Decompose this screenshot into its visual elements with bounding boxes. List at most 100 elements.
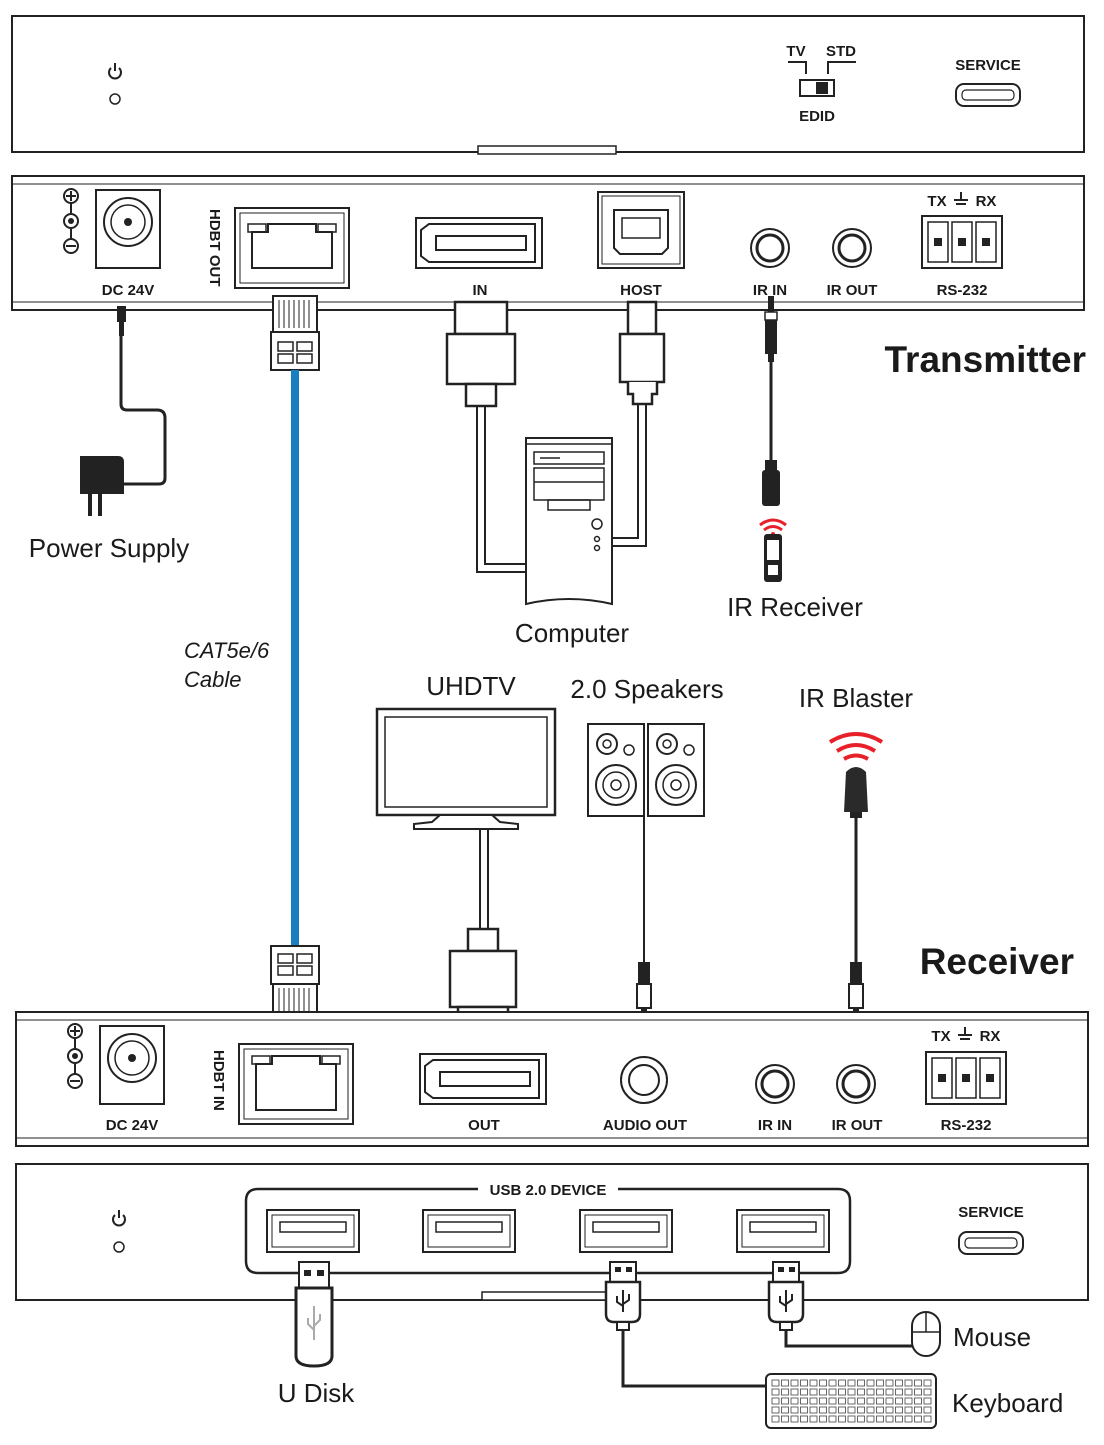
keyboard-key xyxy=(838,1379,846,1387)
keyboard-key xyxy=(809,1415,818,1423)
cable-label-line2: Cable xyxy=(184,667,241,692)
keyboard-key xyxy=(876,1406,884,1414)
keyboard-key xyxy=(904,1415,913,1423)
keyboard-label: Keyboard xyxy=(952,1388,1063,1418)
computer-tower xyxy=(525,437,613,606)
keyboard-key xyxy=(876,1388,884,1396)
cable-label-line1: CAT5e/6 xyxy=(184,638,270,663)
rx-ir-out-jack[interactable] xyxy=(836,1064,876,1104)
keyboard-key xyxy=(847,1415,856,1423)
keyboard-key xyxy=(923,1415,932,1423)
tx-usb-host-port[interactable] xyxy=(597,191,685,269)
keyboard-key xyxy=(866,1379,875,1387)
keyboard-key xyxy=(857,1379,865,1387)
mouse-label: Mouse xyxy=(953,1322,1031,1352)
tx-in-label: IN xyxy=(473,282,488,299)
tx-service-label: SERVICE xyxy=(955,57,1021,74)
speakers-icon xyxy=(587,723,705,817)
tx-ir-out-label: IR OUT xyxy=(827,282,878,299)
keyboard-key xyxy=(771,1388,780,1396)
tx-host-label: HOST xyxy=(620,282,662,299)
rx-service-label: SERVICE xyxy=(958,1204,1024,1221)
tx-ir-out-jack[interactable] xyxy=(832,228,872,268)
keyboard-key xyxy=(904,1406,913,1414)
ir-receiver-label: IR Receiver xyxy=(727,592,863,622)
tx-hdbt-port[interactable] xyxy=(234,207,350,289)
edid-switch[interactable] xyxy=(788,61,856,97)
keyboard-key xyxy=(781,1388,789,1396)
keyboard-key xyxy=(809,1379,818,1387)
rx-hdmi-out-port[interactable] xyxy=(419,1053,547,1105)
keyboard-key xyxy=(914,1379,922,1387)
usb-port-4[interactable] xyxy=(736,1209,830,1253)
tx-hdbt-label: HDBT OUT xyxy=(206,209,223,287)
keyboard-key xyxy=(809,1388,818,1396)
speakers-label: 2.0 Speakers xyxy=(570,674,723,704)
tx-rs232-label: RS-232 xyxy=(937,282,988,299)
keyboard-key xyxy=(895,1388,903,1396)
tx-ir-in-jack[interactable] xyxy=(750,228,790,268)
mouse-usb-plug xyxy=(767,1261,912,1348)
rx-hdmi-cable xyxy=(448,829,518,1037)
rx-ir-in-jack[interactable] xyxy=(755,1064,795,1104)
keyboard-key xyxy=(876,1415,884,1423)
uhdtv-icon xyxy=(375,707,557,830)
keyboard-key xyxy=(895,1415,903,1423)
tx-hdmi-in-port[interactable] xyxy=(415,217,543,269)
rx-ir-in-label: IR IN xyxy=(758,1117,792,1134)
rx-out-label: OUT xyxy=(468,1117,500,1134)
keyboard-key xyxy=(838,1388,846,1396)
keyboard-key xyxy=(914,1388,922,1396)
rx-audio-out-jack[interactable] xyxy=(620,1056,668,1104)
keyboard-key xyxy=(828,1415,837,1423)
tx-rs232-tx-label: TX xyxy=(927,193,946,210)
keyboard-key xyxy=(819,1406,827,1414)
edid-std-label: STD xyxy=(826,43,856,60)
keyboard-usb-plug xyxy=(604,1261,766,1388)
keyboard-key xyxy=(809,1406,818,1414)
tx-dc-jack[interactable] xyxy=(95,189,161,269)
keyboard-key xyxy=(885,1397,894,1405)
keyboard-key xyxy=(895,1379,903,1387)
edid-tv-label: TV xyxy=(786,43,805,60)
usb-device-label: USB 2.0 DEVICE xyxy=(490,1182,607,1199)
keyboard-key xyxy=(847,1406,856,1414)
cat-cable xyxy=(270,295,320,1021)
keyboard-key xyxy=(914,1397,922,1405)
keyboard-key xyxy=(904,1379,913,1387)
rx-dc-jack[interactable] xyxy=(99,1025,165,1105)
keyboard-key xyxy=(828,1406,837,1414)
receiver-title: Receiver xyxy=(920,941,1074,982)
receiver-front-panel: USB 2.0 DEVICE SERVICE xyxy=(15,1163,1089,1301)
tx-rs232-terminal[interactable] xyxy=(921,215,1003,269)
rx-rs232-terminal[interactable] xyxy=(925,1051,1007,1105)
rx-service-port[interactable] xyxy=(958,1231,1024,1255)
rx-rs232-tx-label: TX xyxy=(931,1028,950,1045)
keyboard-key xyxy=(866,1406,875,1414)
keyboard-key xyxy=(771,1406,780,1414)
rx-rs232-rx-label: RX xyxy=(980,1028,1001,1045)
rx-dc-label: DC 24V xyxy=(106,1117,159,1134)
keyboard-key xyxy=(828,1397,837,1405)
usb-port-2[interactable] xyxy=(422,1209,516,1253)
rx-ir-out-label: IR OUT xyxy=(832,1117,883,1134)
tx-hdmi-cable xyxy=(445,300,526,573)
keyboard-key xyxy=(847,1379,856,1387)
udisk-label: U Disk xyxy=(278,1378,356,1408)
tx-service-port[interactable] xyxy=(955,83,1021,107)
keyboard-key xyxy=(771,1397,780,1405)
keyboard-key xyxy=(790,1379,799,1387)
usb-port-1[interactable] xyxy=(266,1209,360,1253)
keyboard-key xyxy=(866,1415,875,1423)
usb-port-3[interactable] xyxy=(579,1209,673,1253)
rx-polarity-icon xyxy=(67,1023,83,1089)
rx-hdbt-port[interactable] xyxy=(238,1043,354,1125)
keyboard-key xyxy=(876,1379,884,1387)
keyboard-key xyxy=(885,1388,894,1396)
keyboard-key xyxy=(895,1406,903,1414)
keyboard-key xyxy=(885,1415,894,1423)
computer-label: Computer xyxy=(515,618,629,648)
keyboard-key xyxy=(923,1406,932,1414)
keyboard-key xyxy=(914,1415,922,1423)
